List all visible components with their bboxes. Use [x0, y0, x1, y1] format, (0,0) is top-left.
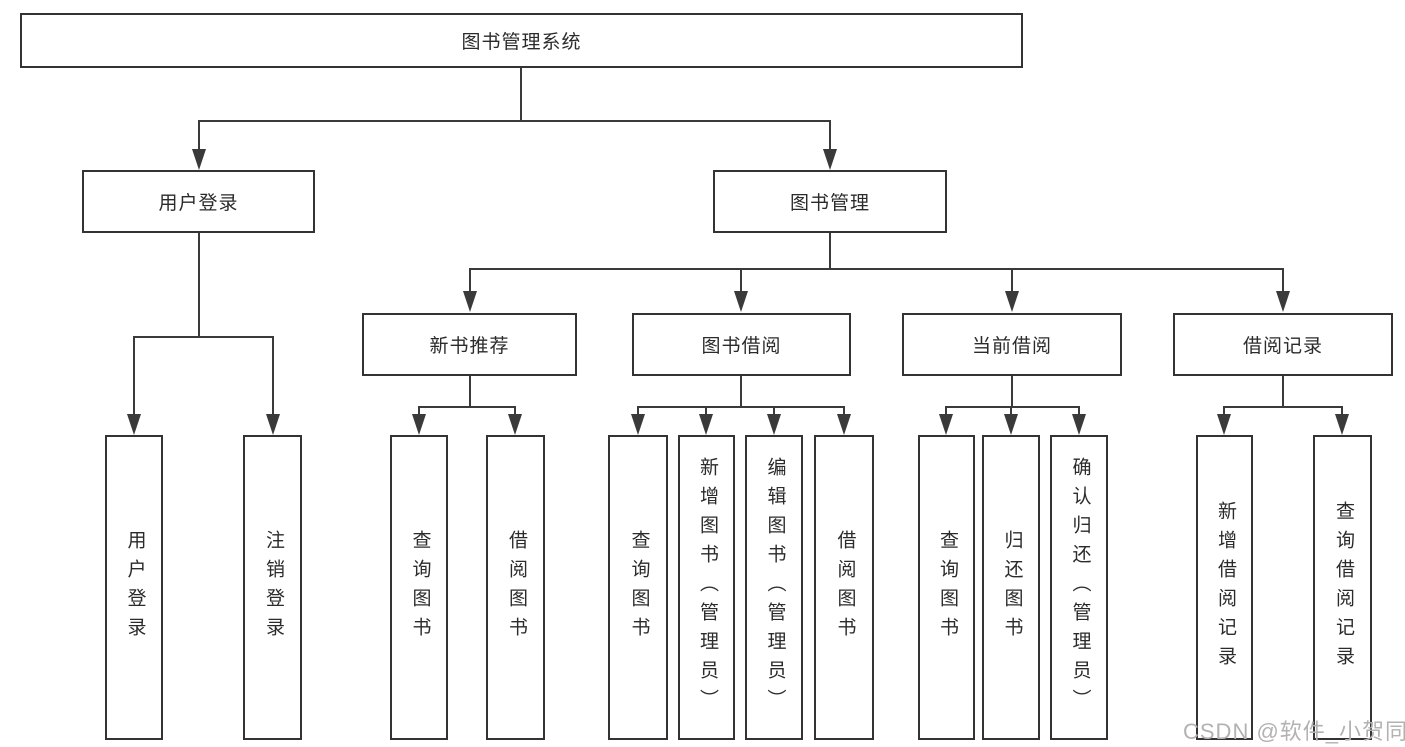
connector-drop-leaf: [945, 406, 947, 418]
leaf-new-book-query-books: 查询图书: [390, 435, 448, 740]
node-new-book-recommendation: 新书推荐: [362, 313, 577, 376]
arrow-down-icon: [1005, 291, 1019, 312]
leaf-borrow-borrow-books: 借阅图书: [814, 435, 874, 740]
connector-drop-user-login: [198, 120, 200, 150]
connector-drop-leaf: [1010, 406, 1012, 418]
leaf-current-return-books: 归还图书: [982, 435, 1040, 740]
connector-current-borrow-stem: [1011, 376, 1013, 406]
node-library-management-system: 图书管理系统: [20, 13, 1023, 68]
node-borrowing-records: 借阅记录: [1173, 313, 1393, 376]
connector-drop-leaf: [418, 406, 420, 418]
node-book-management: 图书管理: [713, 170, 947, 233]
leaf-current-query-books: 查询图书: [918, 435, 975, 740]
node-current-borrowing: 当前借阅: [902, 313, 1122, 376]
connector-book-borrow-stem: [740, 376, 742, 406]
arrow-down-icon: [463, 291, 477, 312]
arrow-down-icon: [734, 291, 748, 312]
connector-drop-borrow-record: [1282, 268, 1284, 292]
leaf-borrow-edit-books-admin: 编辑图书（管理员）: [745, 435, 803, 740]
connector-drop-leaf: [843, 406, 845, 418]
arrow-down-icon: [1004, 414, 1018, 435]
arrow-down-icon: [412, 414, 426, 435]
csdn-watermark: CSDN @软件_小贺同学: [1183, 719, 1405, 744]
connector-user-login-stem: [198, 233, 200, 336]
arrow-down-icon: [767, 414, 781, 435]
arrow-down-icon: [1276, 291, 1290, 312]
connector-book-management-stem: [829, 233, 831, 268]
connector-borrow-record-stem: [1282, 376, 1284, 406]
leaf-borrow-add-books-admin: 新增图书（管理员）: [678, 435, 735, 740]
connector-drop-new-book: [469, 268, 471, 292]
connector-current-borrow-rail: [945, 406, 1080, 408]
arrow-down-icon: [508, 414, 522, 435]
arrow-down-icon: [1072, 414, 1086, 435]
connector-new-book-stem: [469, 376, 471, 406]
leaf-record-add-borrow-record: 新增借阅记录: [1196, 435, 1253, 740]
leaf-new-book-borrow-books: 借阅图书: [486, 435, 545, 740]
connector-drop-book-borrow: [740, 268, 742, 292]
connector-level2-rail: [198, 120, 831, 122]
arrow-down-icon: [631, 414, 645, 435]
connector-drop-book-management: [829, 120, 831, 150]
connector-drop-leaf: [773, 406, 775, 418]
connector-book-borrow-rail: [637, 406, 845, 408]
connector-new-book-rail: [418, 406, 516, 408]
connector-drop-leaf: [1078, 406, 1080, 418]
leaf-borrow-query-books: 查询图书: [608, 435, 668, 740]
connector-drop-leaf: [1223, 406, 1225, 418]
arrow-down-icon: [1335, 414, 1349, 435]
connector-root-stem: [520, 68, 522, 120]
connector-borrow-record-rail: [1223, 406, 1343, 408]
connector-level3-rail: [469, 268, 1284, 270]
arrow-down-icon: [266, 414, 280, 435]
arrow-down-icon: [939, 414, 953, 435]
leaf-user-login: 用户登录: [105, 435, 163, 740]
leaf-current-confirm-return-admin: 确认归还（管理员）: [1050, 435, 1108, 740]
connector-drop-leaf: [272, 336, 274, 415]
connector-drop-current-borrow: [1011, 268, 1013, 292]
connector-user-login-rail: [133, 336, 274, 338]
connector-drop-leaf: [637, 406, 639, 418]
connector-drop-leaf: [705, 406, 707, 418]
connector-drop-leaf: [1341, 406, 1343, 418]
node-book-borrowing: 图书借阅: [632, 313, 851, 376]
connector-drop-leaf: [133, 336, 135, 415]
leaf-record-query-borrow-record: 查询借阅记录: [1313, 435, 1372, 740]
connector-drop-leaf: [514, 406, 516, 418]
arrow-down-icon: [837, 414, 851, 435]
arrow-down-icon: [823, 149, 837, 170]
node-user-login: 用户登录: [82, 170, 315, 233]
arrow-down-icon: [192, 149, 206, 170]
arrow-down-icon: [699, 414, 713, 435]
arrow-down-icon: [127, 414, 141, 435]
leaf-logout: 注销登录: [243, 435, 302, 740]
arrow-down-icon: [1217, 414, 1231, 435]
